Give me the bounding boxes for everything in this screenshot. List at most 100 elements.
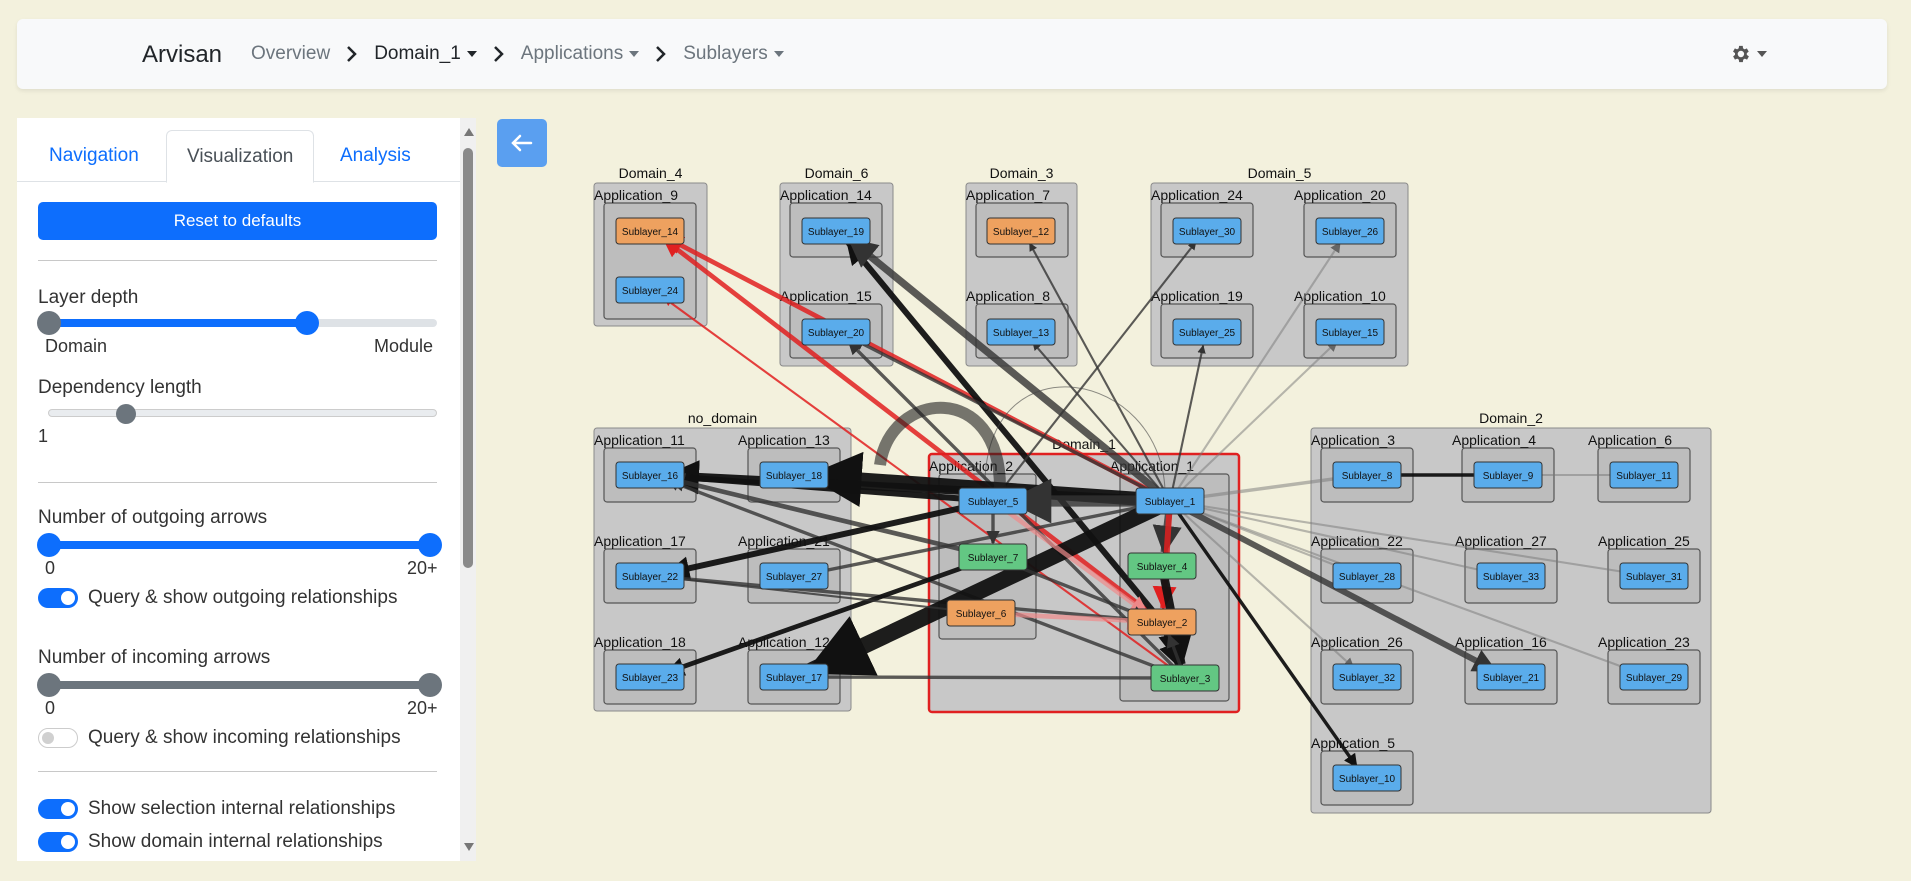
domain-internal-toggle[interactable] [38,832,78,852]
sublayer-node[interactable] [801,217,871,245]
dependency-edge[interactable] [810,670,1186,684]
dependency-edge[interactable] [874,401,1006,489]
dependency-edge[interactable] [666,571,1163,624]
dependency-edge[interactable] [1169,500,1355,669]
dependency-edge[interactable] [665,473,994,560]
tab-navigation[interactable]: Navigation [49,145,139,166]
sublayer-node[interactable] [615,663,685,691]
panel-scrollbar[interactable] [460,118,476,861]
sublayer-node[interactable] [759,663,829,691]
sublayer-node[interactable] [1619,663,1689,691]
sublayer-node[interactable] [1332,663,1402,691]
sublayer-node[interactable] [1476,562,1546,590]
dependency-length-value: 1 [38,426,49,446]
dependency-edge[interactable] [1032,341,1171,502]
sublayer-node[interactable] [1315,318,1385,346]
chevron-right-icon [346,46,358,62]
sublayer-node[interactable] [1172,217,1242,245]
dependency-edge[interactable] [662,237,1164,624]
incoming-relationships-label: Query & show incoming relationships [88,727,401,748]
sublayer-node[interactable] [946,599,1016,627]
incoming-relationships-toggle[interactable] [38,728,78,748]
dependency-edge[interactable] [850,336,1171,503]
dependency-edge[interactable] [1169,500,1639,674]
dependency-edge[interactable] [1169,499,1638,578]
sublayer-node[interactable] [1619,562,1689,590]
breadcrumb-applications-dropdown[interactable]: Applications [521,43,640,65]
sublayer-node[interactable] [1127,552,1197,580]
incoming-arrows-slider[interactable] [48,681,437,689]
settings-dropdown[interactable] [1729,43,1767,65]
dependency-edge[interactable] [992,241,1197,502]
dependency-edge[interactable] [1169,241,1341,502]
breadcrumb-sublayers-dropdown[interactable]: Sublayers [683,43,784,65]
selection-internal-label: Show selection internal relationships [88,798,396,819]
outgoing-relationships-toggle[interactable] [38,588,78,608]
layer-depth-slider[interactable] [48,319,437,327]
dependency-edge[interactable] [665,498,994,581]
dependency-length-handle[interactable] [115,404,136,424]
scroll-down-icon[interactable] [464,843,474,851]
dependency-edge[interactable] [667,574,982,615]
sublayer-node[interactable] [801,318,871,346]
sublayer-node[interactable] [1473,461,1543,489]
dependency-edge[interactable] [1169,340,1338,502]
breadcrumb-domain-dropdown[interactable]: Domain_1 [374,43,477,65]
sublayer-node[interactable] [1332,461,1402,489]
sublayer-node[interactable] [1150,664,1220,692]
dependency-edge[interactable] [804,493,1174,679]
sublayer-node[interactable] [615,461,685,489]
sublayer-node[interactable] [986,318,1056,346]
sublayer-node[interactable] [615,217,685,245]
sublayer-node[interactable] [1332,562,1402,590]
sublayer-node[interactable] [759,461,829,489]
domain-group[interactable] [1310,427,1712,814]
tab-analysis[interactable]: Analysis [340,145,411,166]
outgoing-arrows-slider[interactable] [48,541,437,549]
layer-depth-label: Layer depth [38,287,139,308]
sublayer-label: Sublayer_24 [622,286,679,297]
scroll-up-icon[interactable] [464,128,474,136]
sublayer-node[interactable] [1135,487,1205,515]
dependency-edge[interactable] [991,499,1149,616]
dependency-edge[interactable] [984,386,1166,491]
layer-depth-max-handle[interactable] [295,311,320,335]
breadcrumb-overview[interactable]: Overview [251,43,330,65]
dependency-length-slider[interactable] [48,409,437,417]
brand-title[interactable]: Arvisan [142,41,223,68]
sublayer-label: Sublayer_3 [1160,674,1211,685]
layer-depth-min-handle[interactable] [37,311,61,335]
outgoing-max-handle[interactable] [418,533,442,557]
dependency-edge[interactable] [847,236,1173,504]
dependency-edge[interactable] [665,465,994,504]
tab-visualization[interactable]: Visualization [166,130,315,183]
sublayer-node[interactable] [615,276,685,304]
dependency-edge[interactable] [1169,499,1495,577]
sublayer-node[interactable] [1315,217,1385,245]
outgoing-min-handle[interactable] [37,533,61,557]
sublayer-node[interactable] [615,562,685,590]
sublayer-node[interactable] [958,487,1028,515]
incoming-max-handle[interactable] [418,673,442,697]
scrollbar-thumb[interactable] [463,148,473,568]
sublayer-node[interactable] [1609,461,1679,489]
dependency-edge[interactable] [1168,344,1206,502]
application-label: Application_27 [1455,533,1547,549]
sublayer-node[interactable] [759,562,829,590]
sublayer-node[interactable] [986,217,1056,245]
dependency-edge[interactable] [1028,242,1171,502]
sublayer-node[interactable] [1332,764,1402,792]
back-button[interactable] [497,119,547,167]
sublayer-node[interactable] [958,543,1028,571]
sublayer-node[interactable] [1127,608,1197,636]
dependency-edge[interactable] [1168,500,1358,768]
dependency-edge[interactable] [665,554,994,676]
selection-internal-toggle[interactable] [38,799,78,819]
incoming-min-handle[interactable] [37,673,61,697]
sublayer-node[interactable] [1476,663,1546,691]
dependency-edge[interactable] [845,239,1165,624]
chevron-right-icon [655,46,667,62]
sublayer-node[interactable] [1172,318,1242,346]
reset-defaults-button[interactable]: Reset to defaults [38,202,437,240]
